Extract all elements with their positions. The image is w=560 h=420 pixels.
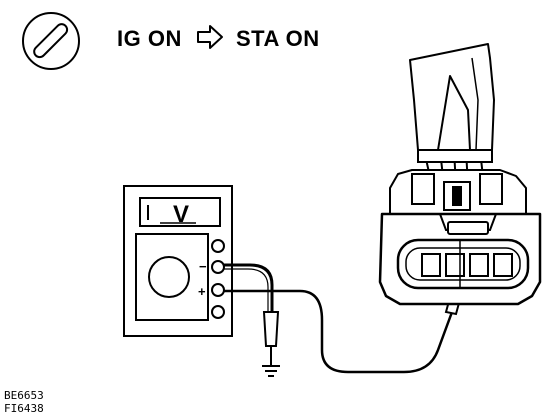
meter-selector-panel [135, 233, 209, 321]
condition-from-text: IG ON [117, 26, 182, 51]
ground-icon [262, 365, 280, 377]
figure-code-1: BE6653 [4, 389, 44, 402]
meter-terminal-1 [211, 239, 225, 253]
connector-harness [378, 43, 542, 306]
minus-sign: − [199, 259, 207, 274]
condition-to-text: STA ON [236, 26, 320, 51]
hollow-right-arrow-icon [197, 25, 223, 49]
meter-terminal-minus [211, 260, 225, 274]
meter-terminal-4 [211, 305, 225, 319]
figure-code-2: FI6438 [4, 402, 44, 415]
negative-lead [224, 263, 280, 366]
meter-display [139, 197, 221, 227]
meter-selector-dial [148, 256, 190, 298]
plus-sign: + [198, 284, 206, 299]
ignition-key-icon [22, 12, 80, 70]
voltmeter: V − + [123, 185, 233, 337]
meter-mode-label: V [173, 201, 189, 228]
meter-terminal-plus [211, 283, 225, 297]
